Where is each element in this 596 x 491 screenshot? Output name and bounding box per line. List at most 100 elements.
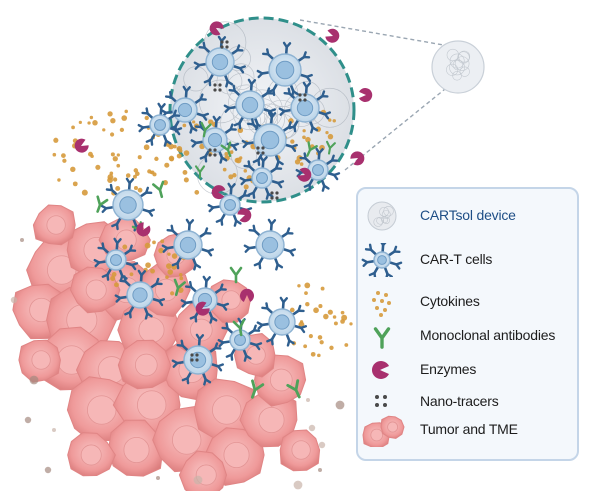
car-receptor [221, 322, 234, 335]
car-receptor [261, 302, 274, 315]
cytokine [168, 155, 175, 162]
car-receptor [125, 177, 135, 192]
cytokine [323, 313, 329, 320]
cytokine [376, 291, 380, 295]
cytokine [92, 120, 98, 126]
debris-dot [293, 480, 303, 490]
cytokine [317, 353, 321, 358]
tumor-cell [32, 204, 76, 246]
nano-tracer [256, 146, 265, 155]
car-receptor [195, 333, 205, 348]
debris-dot [20, 238, 24, 242]
cytokine [176, 153, 182, 159]
cytokine [182, 123, 187, 128]
cytokine [178, 149, 183, 153]
car-receptor [261, 48, 275, 61]
antibody [232, 318, 246, 337]
car-receptor [291, 304, 305, 316]
cytokine [72, 181, 78, 187]
car-receptor [124, 304, 135, 319]
cytokine [124, 109, 128, 114]
car-receptor [143, 305, 153, 320]
cytokine [243, 184, 249, 190]
car-receptor [283, 87, 297, 100]
car-receptor [383, 266, 393, 277]
cytokine [332, 315, 337, 319]
cytokine [133, 185, 138, 190]
car-receptor [223, 123, 237, 135]
car-receptor [118, 268, 128, 282]
car-receptor [388, 261, 403, 270]
cytokine [167, 269, 174, 275]
enzyme [136, 222, 151, 237]
car-receptor [208, 309, 218, 324]
legend-label: Cytokines [420, 293, 480, 309]
debris-dot [306, 398, 310, 402]
cytokine [129, 272, 134, 277]
car-receptor [283, 143, 298, 153]
car-receptor [213, 283, 227, 295]
car-receptor [281, 121, 296, 133]
nano-tracer [208, 148, 217, 157]
car-receptor [278, 107, 293, 116]
car-receptor [361, 258, 376, 267]
enzyme [211, 185, 226, 200]
cytokine [172, 144, 177, 149]
cytokine [344, 343, 349, 347]
cytokine [329, 345, 334, 350]
cytokine [310, 351, 316, 357]
enzyme [240, 288, 254, 302]
car-receptor [302, 81, 312, 96]
cytokine [313, 307, 319, 314]
car-receptor [259, 155, 268, 170]
legend-label: CARTsol device [420, 207, 516, 223]
cytokine [144, 242, 151, 249]
car-receptor [380, 243, 387, 254]
cytokine [298, 321, 305, 328]
debris-dot [52, 428, 56, 432]
car-receptor [239, 176, 254, 186]
car-receptor [260, 87, 274, 99]
cytokine [302, 135, 306, 140]
car-receptor [124, 261, 139, 271]
car-receptor [241, 139, 256, 149]
tumor-cell [18, 339, 61, 383]
cytokine [183, 177, 189, 183]
car-receptor [256, 69, 271, 79]
legend-item-device: CARTsol device [358, 199, 581, 233]
cytokine [167, 252, 171, 256]
cytokine [90, 154, 94, 159]
nano-tracer [220, 40, 229, 49]
car-receptor [180, 299, 195, 308]
antibody [325, 140, 336, 155]
car-receptor [203, 72, 215, 87]
car-receptor [298, 73, 313, 83]
cytokine [135, 171, 140, 177]
debris-dot [10, 296, 18, 304]
car-receptor [141, 208, 155, 217]
car-receptor [198, 41, 212, 54]
cytokine [177, 287, 184, 293]
enzyme [195, 301, 210, 316]
car-receptor [161, 244, 176, 253]
car-receptor [368, 265, 380, 277]
cytokine [145, 262, 151, 269]
car-receptor [293, 324, 308, 334]
cytokine [235, 157, 242, 164]
tumor-cell [66, 376, 135, 442]
cytokine [237, 127, 244, 133]
cytokine [112, 177, 118, 182]
cytokine [299, 162, 304, 166]
car-t-cell [137, 102, 183, 147]
cytokine [95, 164, 101, 170]
car-receptor [296, 51, 311, 63]
car-receptor [242, 348, 252, 362]
car-receptor [212, 115, 221, 130]
car-receptor [208, 342, 222, 354]
cytokine [349, 322, 353, 326]
car-receptor [282, 41, 292, 56]
cytokine [325, 130, 329, 135]
zoom-line-top [299, 19, 456, 48]
enzyme-icon [371, 361, 389, 379]
car-receptor [268, 162, 283, 174]
